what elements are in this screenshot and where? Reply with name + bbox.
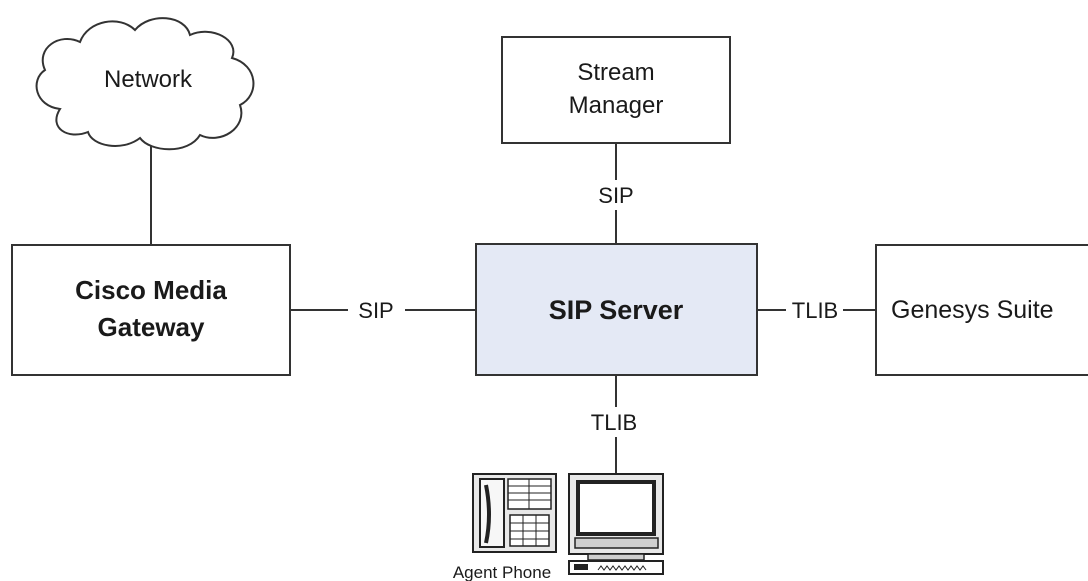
computer-monitor-icon xyxy=(568,473,664,561)
cloud-icon xyxy=(35,17,255,151)
network-cloud: Network xyxy=(35,17,255,151)
stream-manager-box xyxy=(501,36,731,144)
connection-label-stream-sip: SIP xyxy=(598,183,633,208)
genesys-suite-label: Genesys Suite xyxy=(891,296,1054,324)
cisco-gateway-label-line1: Cisco Media xyxy=(75,275,227,305)
genesys-suite-box xyxy=(875,244,1088,376)
genesys-suite-node: Genesys Suite xyxy=(875,244,1088,376)
connection-label-sip-agent: TLIB xyxy=(591,410,637,435)
sip-server-node: SIP Server xyxy=(475,243,758,376)
agent-phone-label: Agent Phone xyxy=(453,563,551,581)
stream-manager-node: Stream Manager xyxy=(501,36,731,144)
cisco-gateway-label-line2: Gateway xyxy=(98,312,205,342)
connectors xyxy=(150,140,876,475)
keyboard-icon xyxy=(568,560,664,575)
cisco-gateway-node: Cisco Media Gateway xyxy=(11,244,291,376)
connection-label-sip-genesys: TLIB xyxy=(792,298,838,323)
network-label: Network xyxy=(104,66,193,93)
cisco-gateway-box xyxy=(11,244,291,376)
desk-phone-icon xyxy=(472,473,557,553)
agent-station: Agent Phone xyxy=(453,473,664,581)
connection-label-gateway-sip: SIP xyxy=(358,298,393,323)
sip-server-label: SIP Server xyxy=(549,295,684,325)
stream-manager-label-line2: Manager xyxy=(569,92,664,119)
sip-server-box xyxy=(475,243,758,376)
stream-manager-label-line1: Stream xyxy=(577,59,654,86)
